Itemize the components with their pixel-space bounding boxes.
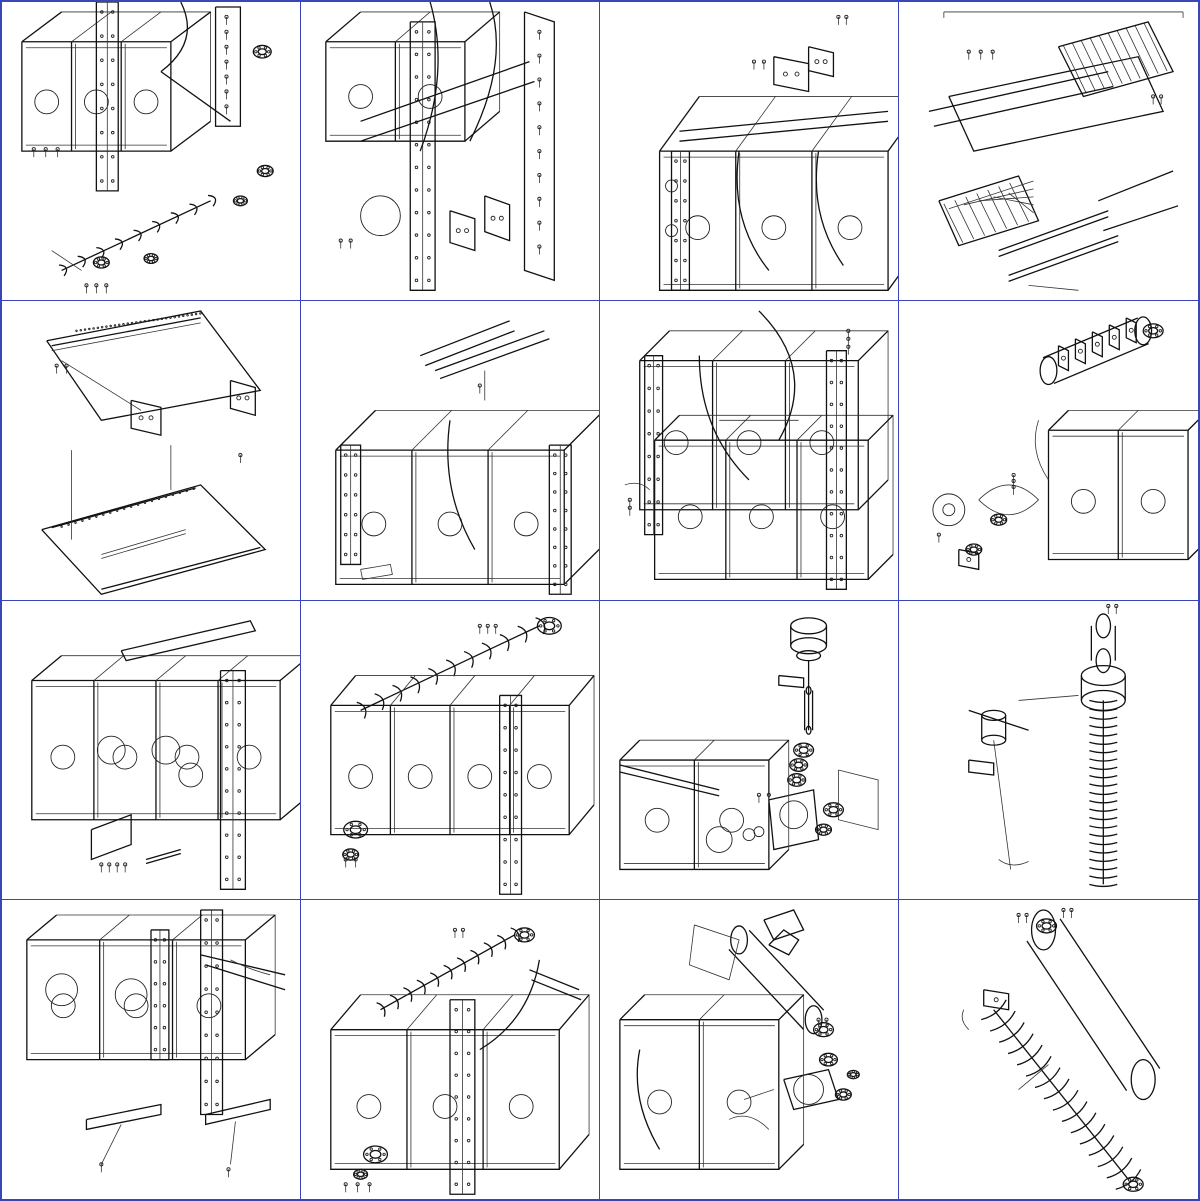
diagram-frame-with-bearing-parts (21, 2, 274, 294)
panel-9 (2, 600, 301, 900)
diagram-frame-body-perspective (624, 310, 894, 591)
diagram-frame-with-auger-and-flange (330, 927, 590, 1195)
panel-4 (899, 2, 1198, 302)
panel-7 (600, 301, 899, 601)
panel-14 (301, 899, 600, 1199)
diagram-vertical-auger (968, 603, 1126, 887)
diagram-rail-and-cover-assembly (41, 310, 267, 596)
panel-8 (899, 301, 1198, 601)
panel-12 (899, 600, 1198, 900)
panel-1 (2, 2, 301, 302)
panel-10 (301, 600, 600, 900)
panel-13 (2, 899, 301, 1199)
diagram-frame-lower-plates (26, 909, 286, 1178)
diagram-inclined-auger-tube (961, 907, 1161, 1192)
diagram-shaft-and-gear-assembly (932, 316, 1198, 571)
panel-15 (600, 899, 899, 1199)
panel-5 (2, 301, 301, 601)
diagram-drive-housing-assembly (619, 616, 879, 870)
diagram-frame-with-brackets (325, 2, 555, 291)
panel-11 (600, 600, 899, 900)
diagram-gearbox-and-tube (619, 908, 860, 1170)
diagram-frame-with-cover-plate (31, 619, 300, 890)
panel-3 (600, 2, 899, 302)
diagram-frame-with-auger (330, 616, 595, 895)
panel-2 (301, 2, 600, 302)
diagram-frame-body-top (658, 14, 898, 291)
diagram-frame-with-profile (335, 320, 599, 596)
panel-16 (899, 899, 1198, 1199)
panel-6 (301, 301, 600, 601)
diagram-grille-assembly (928, 11, 1184, 291)
